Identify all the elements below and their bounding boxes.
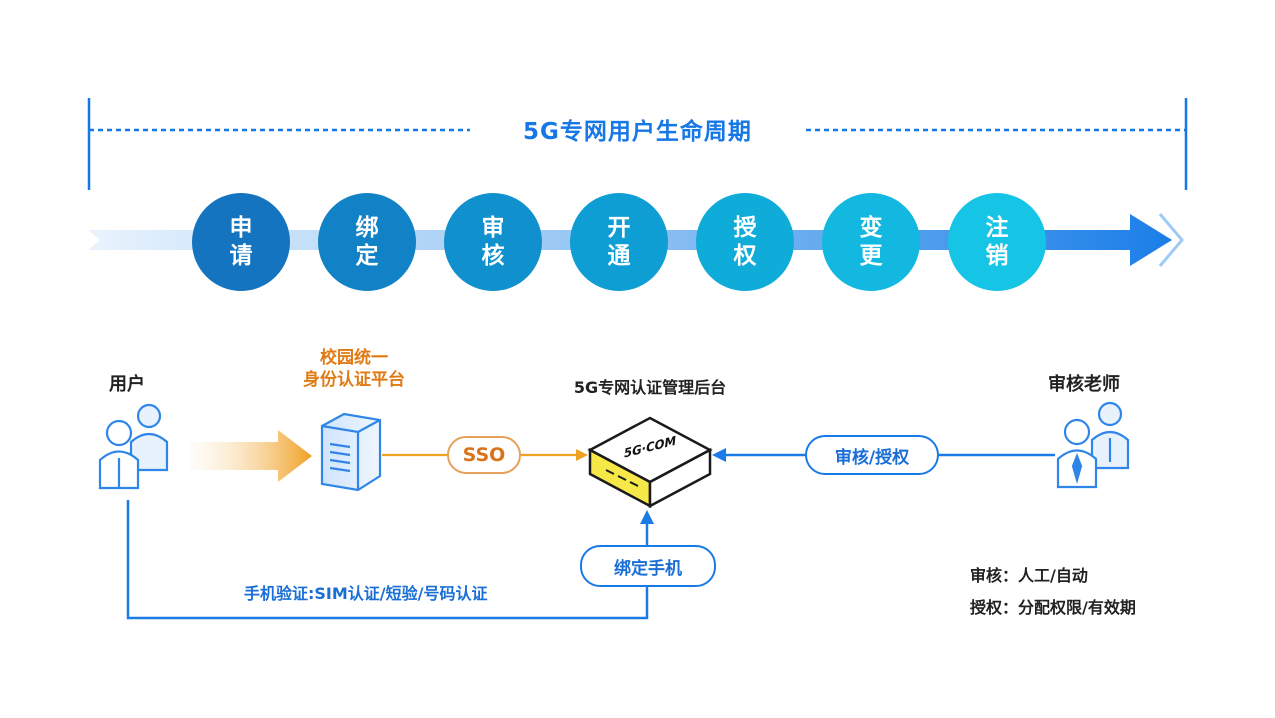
device-icon bbox=[587, 416, 713, 509]
teacher-label: 审核老师 bbox=[1048, 374, 1120, 395]
stage-circle: 授权 bbox=[696, 193, 794, 291]
teacher-icon bbox=[1056, 401, 1130, 489]
sso-platform-label: 校园统一 身份认证平台 bbox=[284, 347, 424, 391]
sso-platform-label-line1: 校园统一 bbox=[320, 348, 388, 368]
server-icon bbox=[320, 412, 382, 492]
stage-char-1: 授 bbox=[733, 215, 757, 241]
stage-char-1: 变 bbox=[859, 215, 883, 241]
stage-char-1: 绑 bbox=[355, 215, 379, 241]
stage-char-2: 请 bbox=[229, 243, 253, 269]
stage-char-2: 核 bbox=[481, 243, 505, 269]
phone-verify-label: 手机验证:SIM认证/短验/号码认证 bbox=[244, 584, 488, 603]
stage-char-1: 开 bbox=[607, 215, 631, 241]
review-note: 审核：人工/自动 bbox=[970, 566, 1088, 585]
backend-label: 5G专网认证管理后台 bbox=[573, 378, 727, 397]
review-auth-pill: 审核/授权 bbox=[805, 435, 939, 475]
sso-platform-label-line2: 身份认证平台 bbox=[303, 370, 405, 390]
stage-circle: 审核 bbox=[444, 193, 542, 291]
stage-circle: 绑定 bbox=[318, 193, 416, 291]
stage-char-1: 申 bbox=[229, 215, 253, 241]
user-icon bbox=[98, 403, 169, 490]
stage-char-2: 通 bbox=[607, 243, 631, 269]
stage-circle: 开通 bbox=[570, 193, 668, 291]
stage-char-2: 定 bbox=[355, 243, 379, 269]
lifecycle-bracket bbox=[87, 98, 1188, 190]
authorize-note: 授权：分配权限/有效期 bbox=[970, 598, 1136, 617]
user-to-sso-arrow bbox=[190, 430, 312, 482]
stage-char-2: 更 bbox=[859, 243, 883, 269]
teacher-connector-line bbox=[712, 448, 1055, 462]
stage-char-2: 权 bbox=[733, 243, 757, 269]
stage-circle: 申请 bbox=[192, 193, 290, 291]
sso-connector-line bbox=[382, 449, 588, 461]
lifecycle-title: 5G专网用户生命周期 bbox=[523, 119, 752, 145]
sso-pill: SSO bbox=[447, 436, 521, 474]
stage-char-1: 注 bbox=[985, 215, 1009, 241]
stage-char-2: 销 bbox=[985, 243, 1009, 269]
stage-circle: 变更 bbox=[822, 193, 920, 291]
user-label: 用户 bbox=[109, 374, 145, 395]
stage-circle: 注销 bbox=[948, 193, 1046, 291]
stage-char-1: 审 bbox=[481, 215, 505, 241]
bind-phone-pill: 绑定手机 bbox=[580, 545, 716, 587]
